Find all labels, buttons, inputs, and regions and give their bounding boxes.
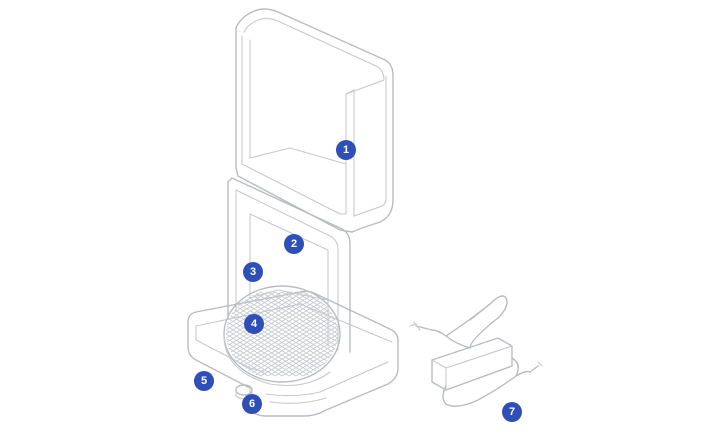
- grid-line: [226, 291, 262, 377]
- grid-line: [302, 291, 338, 377]
- grid-line: [226, 291, 269, 377]
- grid-line: [226, 291, 227, 377]
- callout-4: 4: [244, 314, 264, 334]
- callout-5-label: 5: [201, 375, 207, 387]
- grid-line: [345, 292, 485, 376]
- grid-line: [295, 291, 338, 377]
- cover-illustration: [235, 8, 394, 233]
- grid-line: [288, 291, 338, 377]
- callout-6: 6: [242, 394, 262, 414]
- grid-line: [226, 291, 297, 377]
- grid-line: [79, 292, 219, 376]
- grid-line: [226, 291, 241, 377]
- grid-line: [295, 291, 338, 377]
- grid-line: [281, 291, 338, 377]
- turntable-illustration: [72, 285, 485, 387]
- grid-line: [274, 291, 338, 377]
- grid-line: [226, 291, 262, 377]
- grid-line: [226, 291, 290, 377]
- callout-5: 5: [194, 371, 214, 391]
- grid-line: [226, 291, 318, 377]
- grid-line: [226, 291, 234, 377]
- grid-line: [337, 291, 338, 377]
- grid-line: [226, 291, 283, 377]
- callout-4-circle: [244, 314, 264, 334]
- callout-1-circle: [336, 140, 356, 160]
- grid-line: [288, 291, 338, 377]
- grid-line: [232, 291, 338, 377]
- grid-line: [267, 291, 338, 377]
- grid-line: [274, 291, 338, 377]
- grid-line: [302, 291, 338, 377]
- callout-3-label: 3: [250, 266, 256, 278]
- grid-line: [226, 291, 276, 377]
- grid-line: [79, 292, 219, 376]
- callout-3-circle: [243, 262, 263, 282]
- callout-2: 2: [284, 234, 304, 254]
- callout-7-label: 7: [509, 406, 515, 418]
- grid-line: [226, 291, 338, 377]
- grid-line: [239, 291, 338, 377]
- callout-7-circle: [502, 402, 522, 422]
- grid-line: [226, 291, 304, 377]
- grid-line: [226, 291, 338, 377]
- callout-1-label: 1: [343, 144, 349, 156]
- callout-2-label: 2: [291, 238, 297, 250]
- grid-line: [226, 291, 311, 377]
- callout-4-label: 4: [251, 318, 258, 330]
- grid-line: [226, 291, 283, 377]
- grid-line: [226, 291, 290, 377]
- grid-line: [226, 291, 276, 377]
- grid-line: [337, 291, 338, 377]
- grid-line: [226, 291, 297, 377]
- grid-line: [281, 291, 338, 377]
- grid-line: [253, 291, 338, 377]
- grid-line: [246, 291, 338, 377]
- grid-line: [226, 291, 234, 377]
- callout-6-label: 6: [249, 398, 255, 410]
- callout-6-circle: [242, 394, 262, 414]
- grid-line: [345, 292, 485, 376]
- grid-line: [226, 291, 332, 377]
- grid-line: [72, 292, 212, 376]
- grid-line: [226, 291, 241, 377]
- grid-line: [226, 291, 269, 377]
- grid-line: [260, 291, 338, 377]
- power-adapter-illustration: [409, 295, 543, 407]
- callout-2-circle: [284, 234, 304, 254]
- callout-3: 3: [243, 262, 263, 282]
- callout-5-circle: [194, 371, 214, 391]
- base-illustration: [187, 177, 399, 417]
- callout-1: 1: [336, 140, 356, 160]
- callout-7: 7: [502, 402, 522, 422]
- grid-line: [72, 292, 212, 376]
- grid-line: [226, 291, 227, 377]
- callout-badges: 1 2 3 4 5 6 7: [194, 140, 522, 422]
- grid-line: [267, 291, 338, 377]
